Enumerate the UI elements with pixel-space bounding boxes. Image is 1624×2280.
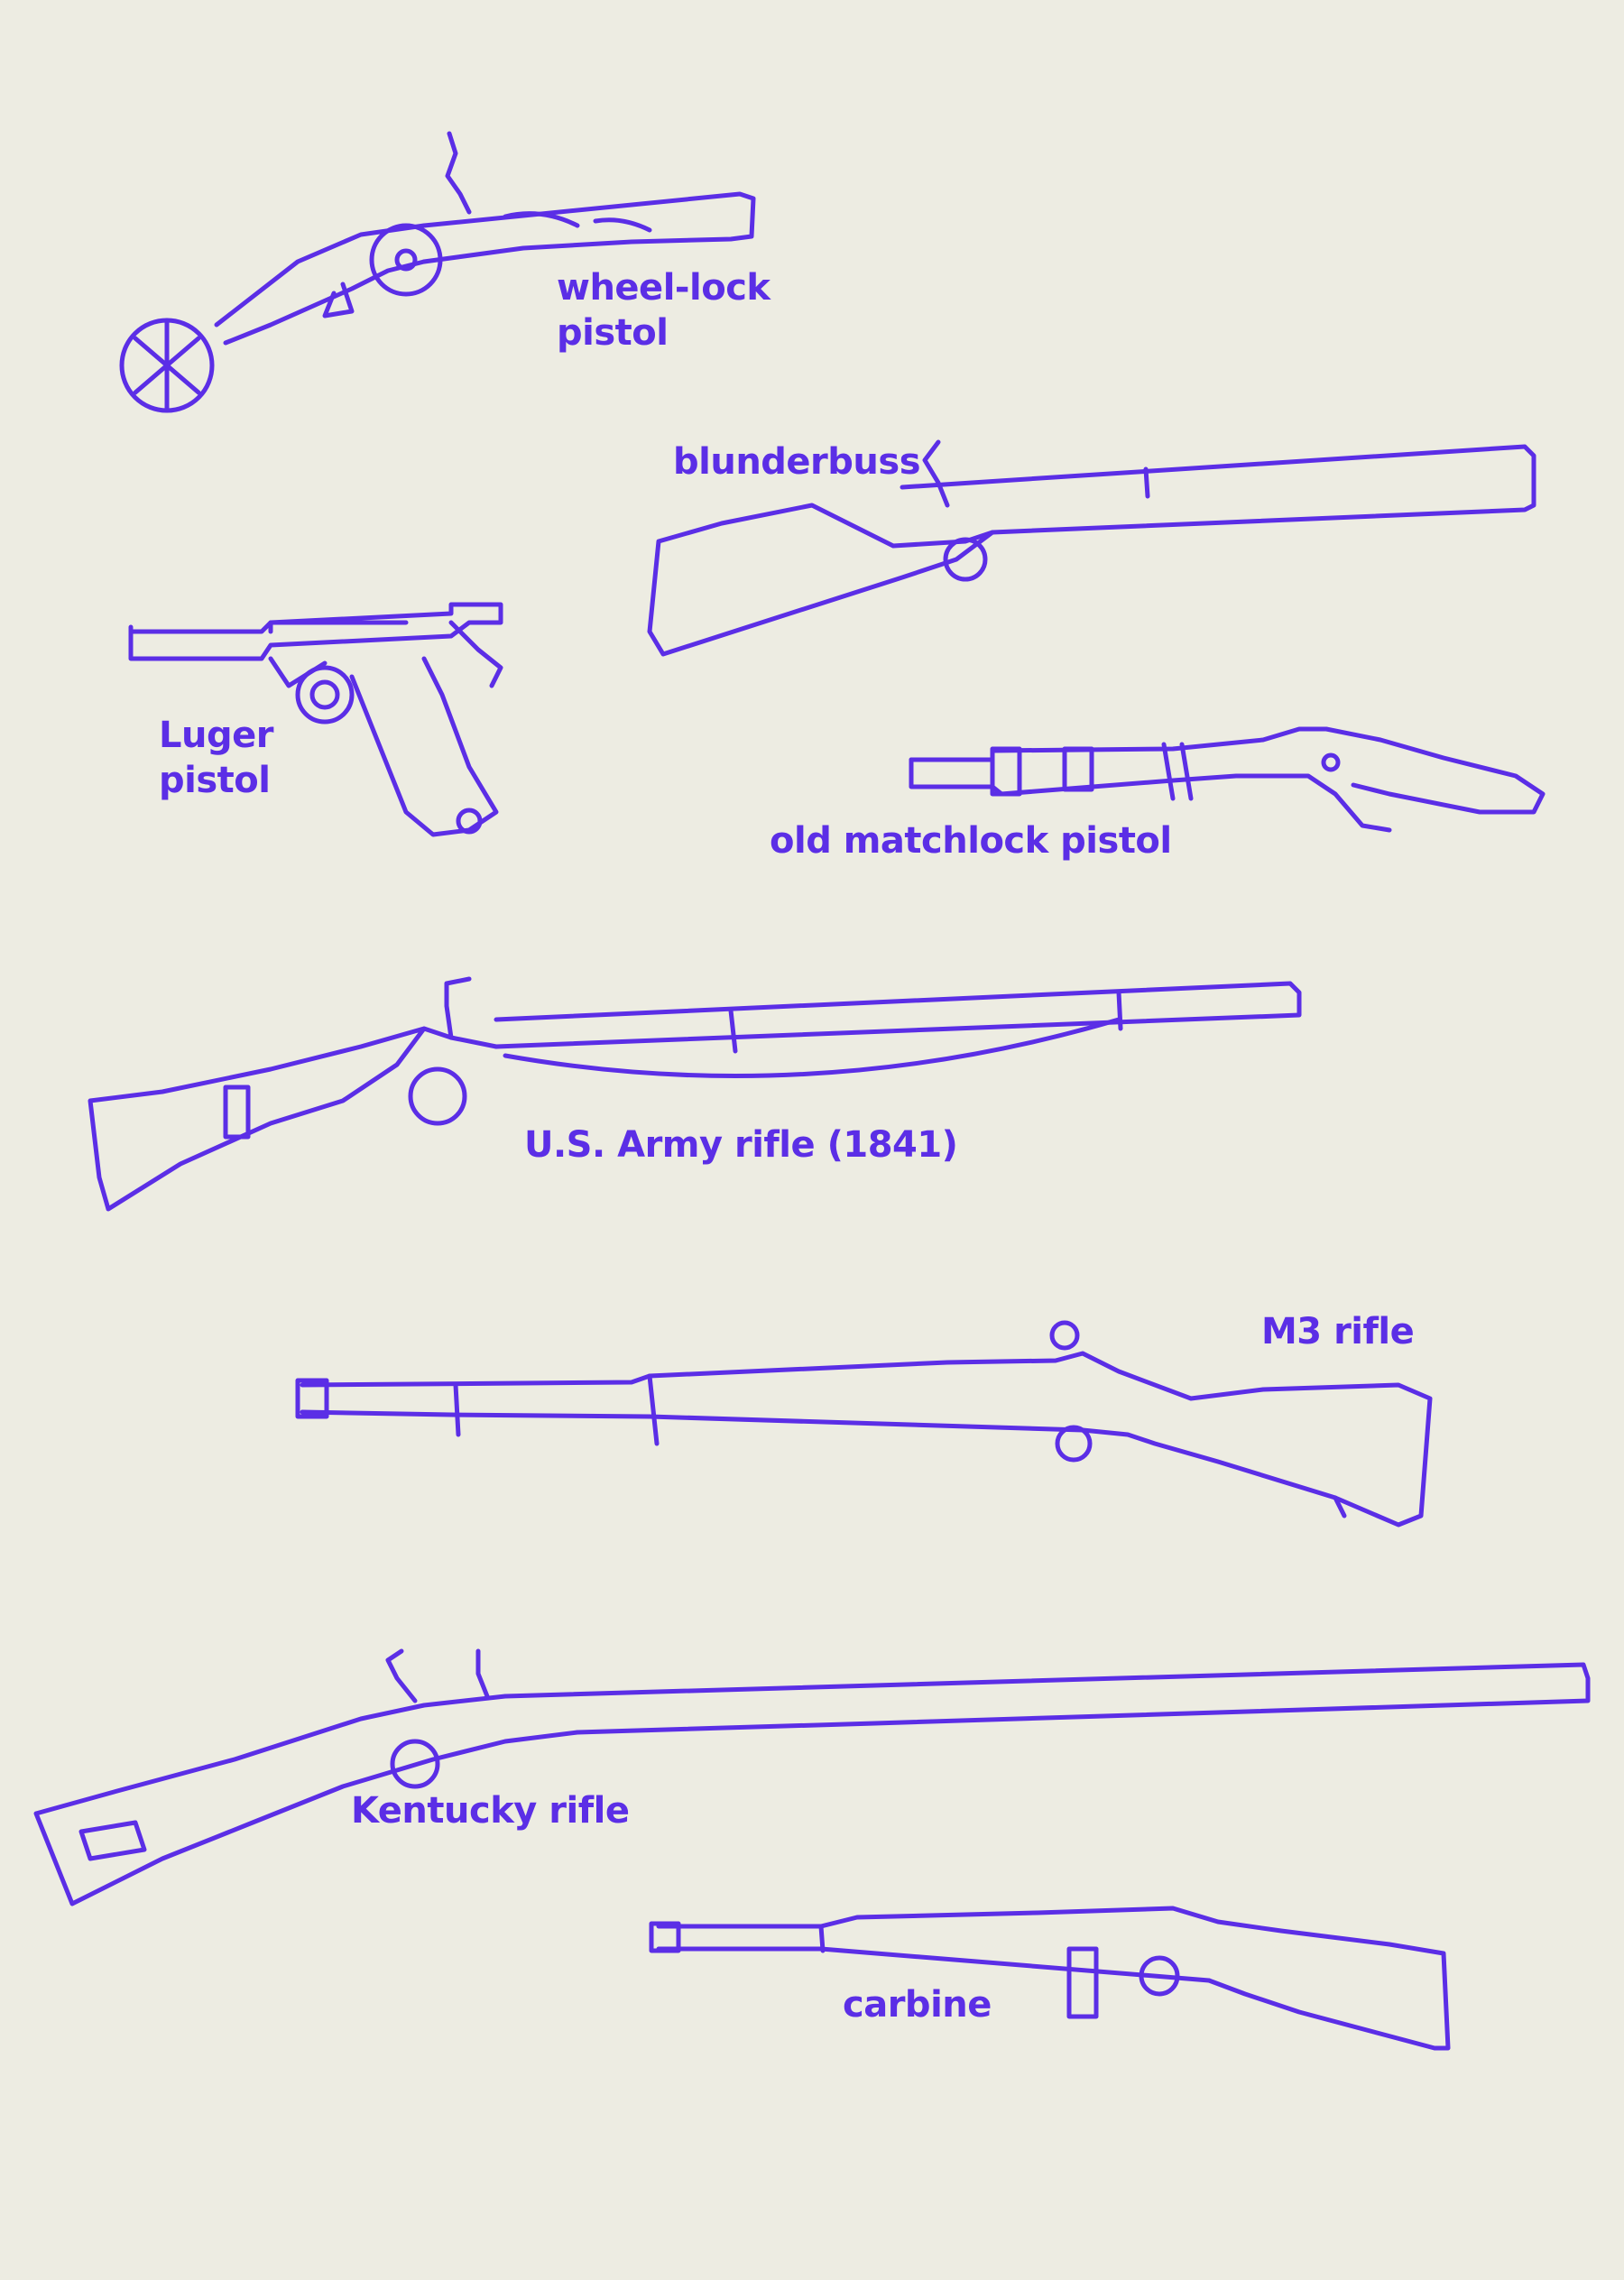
carbine-label: carbine bbox=[843, 1984, 992, 2026]
wheel-lock-pistol-label: wheel-lock pistol bbox=[557, 265, 770, 355]
carbine-drawing bbox=[649, 1906, 1451, 2051]
luger-label-line2: pistol bbox=[159, 760, 271, 801]
kentucky-rifle-drawing bbox=[33, 1648, 1591, 1906]
kentucky-rifle-label: Kentucky rifle bbox=[351, 1790, 630, 1832]
us-army-rifle-label: U.S. Army rifle (1841) bbox=[524, 1124, 958, 1166]
luger-label-line1: Luger bbox=[159, 715, 273, 756]
blunderbuss-label: blunderbuss bbox=[673, 441, 921, 483]
us-army-rifle-drawing bbox=[88, 976, 1302, 1212]
luger-pistol-label: Luger pistol bbox=[159, 713, 273, 803]
wheel-lock-label-line2: pistol bbox=[557, 312, 669, 354]
wheel-lock-pistol-drawing bbox=[119, 131, 756, 413]
blunderbuss-drawing bbox=[647, 439, 1536, 657]
m3-rifle-label: M3 rifle bbox=[1261, 1311, 1415, 1352]
wheel-lock-label-line1: wheel-lock bbox=[557, 267, 770, 309]
luger-pistol-drawing bbox=[128, 602, 503, 837]
matchlock-pistol-label: old matchlock pistol bbox=[770, 820, 1172, 862]
matchlock-pistol-drawing bbox=[909, 726, 1546, 833]
m3-rifle-drawing bbox=[295, 1320, 1433, 1528]
